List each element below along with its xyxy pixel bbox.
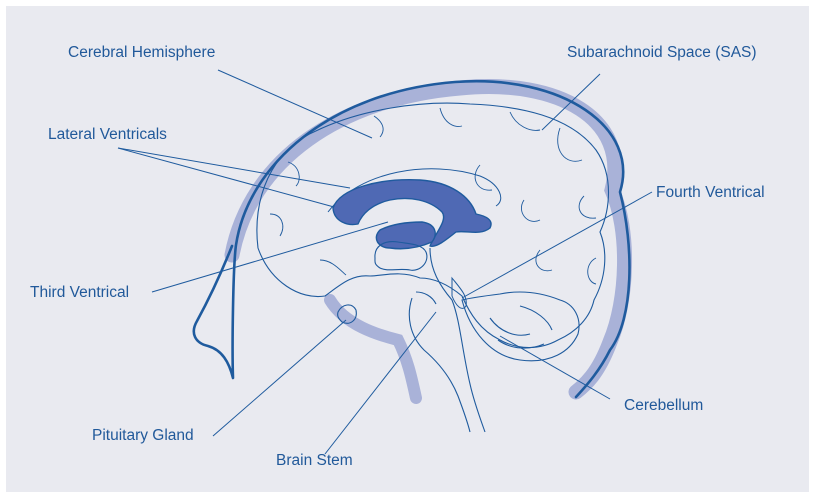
label-third-ventrical: Third Ventrical bbox=[30, 285, 129, 301]
leader-cerebral-hemisphere bbox=[218, 70, 372, 138]
lateral-ventricles-shape bbox=[333, 180, 491, 249]
leader-lateral-ventricals-b bbox=[118, 148, 334, 207]
csf-band-lower bbox=[330, 300, 416, 398]
label-subarachnoid-space: Subarachnoid Space (SAS) bbox=[567, 45, 757, 61]
brain-stem-shape bbox=[409, 248, 485, 432]
leader-third-ventrical bbox=[152, 222, 388, 292]
cerebellum-shape bbox=[462, 292, 579, 361]
label-cerebellum: Cerebellum bbox=[624, 398, 703, 414]
label-lateral-ventricals: Lateral Ventricals bbox=[48, 127, 167, 143]
label-fourth-ventrical: Fourth Ventrical bbox=[656, 185, 765, 201]
label-brain-stem: Brain Stem bbox=[276, 453, 353, 469]
label-pituitary-gland: Pituitary Gland bbox=[92, 428, 194, 444]
label-cerebral-hemisphere: Cerebral Hemisphere bbox=[68, 45, 215, 61]
leader-lateral-ventricals-a bbox=[118, 148, 350, 188]
